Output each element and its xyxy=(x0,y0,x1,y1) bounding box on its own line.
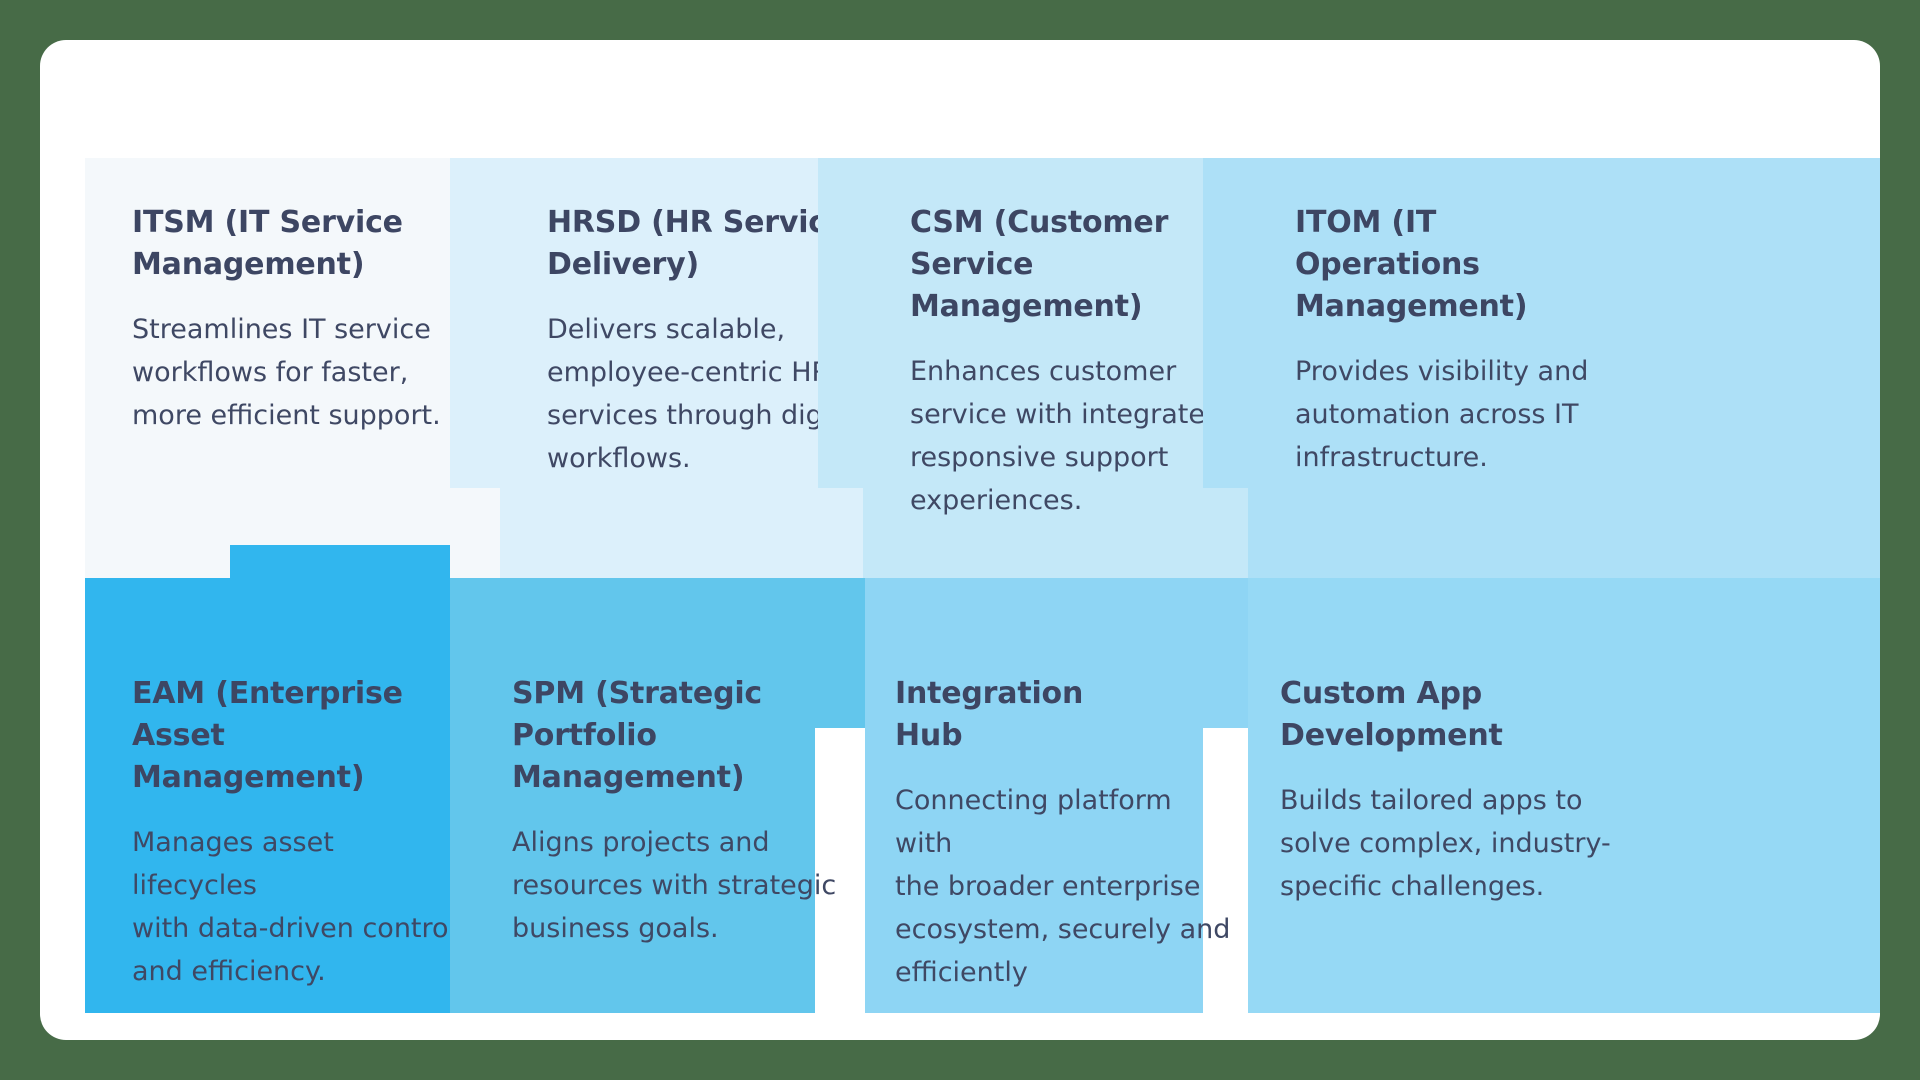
card-shape-itsm xyxy=(85,158,500,578)
card-shape-eam xyxy=(85,545,500,1013)
card-shape-itom xyxy=(1203,158,1880,578)
card-shape-spm xyxy=(450,578,865,1013)
card-description: Builds tailored apps to solve complex, i… xyxy=(1280,785,1611,902)
card-description: Aligns projects and resources with strat… xyxy=(512,827,837,944)
card-description: Delivers scalable, employee-centric HR s… xyxy=(547,314,865,474)
card-title: Custom App Development xyxy=(1280,676,1503,753)
card-title: Integration Hub xyxy=(895,676,1084,753)
capability-card-eam[interactable]: EAM (Enterprise Asset Management) Manage… xyxy=(85,545,500,1013)
capability-card-integration-hub[interactable]: Integration Hub Connecting platform with… xyxy=(818,578,1248,1013)
content-panel: ITSM (IT Service Management) Streamlines… xyxy=(40,40,1880,1040)
capability-card-itom[interactable]: ITOM (IT Operations Management) Provides… xyxy=(1203,158,1880,578)
card-title: ITOM (IT Operations Management) xyxy=(1295,205,1528,324)
capability-card-csm[interactable]: CSM (Customer Service Management) Enhanc… xyxy=(818,158,1248,578)
capability-card-hrsd[interactable]: HRSD (HR Service Delivery) Delivers scal… xyxy=(450,158,865,578)
capability-grid: ITSM (IT Service Management) Streamlines… xyxy=(85,158,1880,1013)
card-description: Streamlines IT service workflows for fas… xyxy=(132,314,441,431)
card-title: CSM (Customer Service Management) xyxy=(910,205,1169,324)
card-shape-integration-hub xyxy=(865,578,1248,1013)
capability-card-itsm[interactable]: ITSM (IT Service Management) Streamlines… xyxy=(85,158,500,578)
capability-card-custom-app-development[interactable]: Custom App Development Builds tailored a… xyxy=(1203,578,1880,1013)
card-description: Enhances customer service with integrate… xyxy=(910,356,1231,516)
capability-card-spm[interactable]: SPM (Strategic Portfolio Management) Ali… xyxy=(450,578,865,1013)
card-description: Connecting platform with the broader ent… xyxy=(895,785,1231,988)
card-title: ITSM (IT Service Management) xyxy=(132,205,403,282)
card-shape-hrsd xyxy=(450,158,865,578)
card-shape-custom-app-development xyxy=(1248,578,1880,1013)
card-title: HRSD (HR Service Delivery) xyxy=(547,205,847,282)
card-title: EAM (Enterprise Asset Management) xyxy=(132,676,403,795)
card-description: Provides visibility and automation acros… xyxy=(1295,356,1589,473)
card-shape-csm xyxy=(818,158,1248,578)
card-title: SPM (Strategic Portfolio Management) xyxy=(512,676,763,795)
card-description: Manages asset lifecycles with data-drive… xyxy=(132,827,457,987)
